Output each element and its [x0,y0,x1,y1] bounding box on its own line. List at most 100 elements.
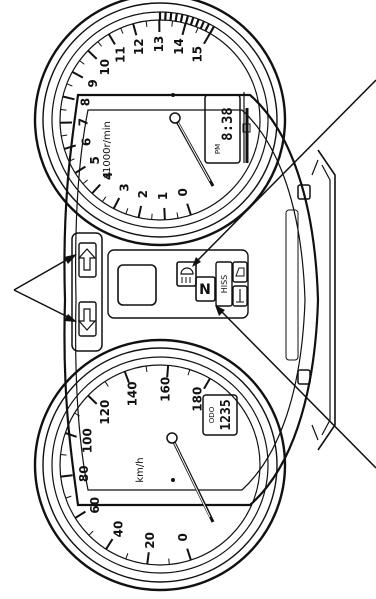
turn-signal-up-arrow-icon [77,242,97,278]
major-tick [163,207,166,220]
scale-label: 1 [156,192,170,200]
clock-display: 8:38 [220,107,236,141]
redline-band-tick [179,14,184,23]
scale-label: 15 [191,46,205,63]
major-tick [186,203,192,216]
oil-pressure-icon [232,261,248,283]
speedometer-center-dot [171,478,175,482]
odometer-display: 1235 [219,399,234,430]
speedometer-tick-marks [60,365,211,565]
hiss-indicator-label: HISS [220,275,229,294]
scale-label: 13 [152,36,166,53]
minor-tick [66,83,73,87]
hiss-indicator: HISS [215,261,233,307]
scale-label: 8 [79,98,93,106]
minor-tick [60,109,67,111]
minor-tick [74,412,80,417]
minor-tick [125,553,129,560]
scale-label: 9 [86,79,100,87]
scale-label: 10 [98,59,112,76]
scale-label: 120 [98,400,112,425]
scale-label: 140 [126,381,140,406]
major-tick [123,371,130,384]
minor-tick [171,20,174,27]
indicator-panel: N HISS [107,249,249,319]
major-tick [137,205,143,218]
tachometer-center-dot [171,93,175,97]
major-tick [64,432,77,438]
redline-band-tick [204,23,211,32]
scale-label: 20 [143,532,157,549]
minor-tick [176,212,179,219]
cluster-housing [63,93,336,507]
speedometer-needle [166,432,215,523]
high-beam-indicator [176,261,197,287]
major-tick [112,197,121,210]
scale-label: 12 [132,38,146,55]
major-tick [203,32,211,45]
major-tick [74,510,86,519]
neutral-indicator-label: N [199,282,211,298]
scale-label: 6 [80,138,94,146]
minor-tick [104,381,109,387]
scale-label: 60 [88,497,102,514]
major-tick [87,49,98,60]
scale-label: 80 [77,465,91,482]
warning-lamp-square [117,264,157,306]
cropped-caption-edge [0,80,7,550]
odometer-label: ODO [208,406,216,423]
minor-tick [60,454,67,456]
minor-tick [145,365,148,372]
scale-label: 7 [77,118,91,126]
major-tick [203,377,211,390]
scale-label: 4 [101,172,115,180]
redline-band-tick [209,25,215,34]
clock-ampm: PM [214,144,222,154]
minor-tick [125,208,129,215]
major-tick [181,23,187,36]
major-tick [74,165,86,174]
tachometer-unit-label: x1000r/min [102,121,113,179]
minor-tick [79,60,85,65]
callout-arrows [13,79,376,469]
minor-tick [97,41,103,47]
minor-tick [145,20,148,27]
turn-signal-column [71,232,103,352]
scale-label: 160 [159,377,173,402]
fuel-pump-icon [242,123,251,133]
major-tick [63,144,77,150]
minor-tick [168,558,170,565]
redline-band-tick [199,20,205,30]
scale-label: 0 [176,533,190,541]
major-tick [62,95,75,101]
turn-signal-down-arrow-icon [77,301,97,337]
minor-tick [88,530,94,536]
coolant-temperature-icon [232,285,248,307]
minor-tick [195,27,199,34]
neutral-indicator: N [195,276,216,302]
major-tick [71,70,84,79]
scale-label: 3 [117,183,131,191]
minor-tick [82,179,88,185]
major-tick [132,23,138,36]
minor-tick [65,495,72,499]
redline-band-tick [169,12,173,21]
major-tick [166,365,170,378]
mount-hole-bottom [297,369,311,385]
minor-tick [187,369,191,376]
scale-label: 180 [191,387,205,412]
scale-label: 14 [172,38,186,55]
redline-band-tick [189,16,195,26]
scale-label: 11 [114,46,128,63]
major-tick [91,183,101,195]
minor-tick [61,134,68,137]
minor-tick [151,213,153,220]
scale-label: 5 [88,156,102,164]
scale-label: 40 [112,521,126,538]
major-tick [146,552,150,565]
minor-tick [68,158,75,162]
scale-label: 100 [81,428,95,453]
major-tick [186,548,192,561]
